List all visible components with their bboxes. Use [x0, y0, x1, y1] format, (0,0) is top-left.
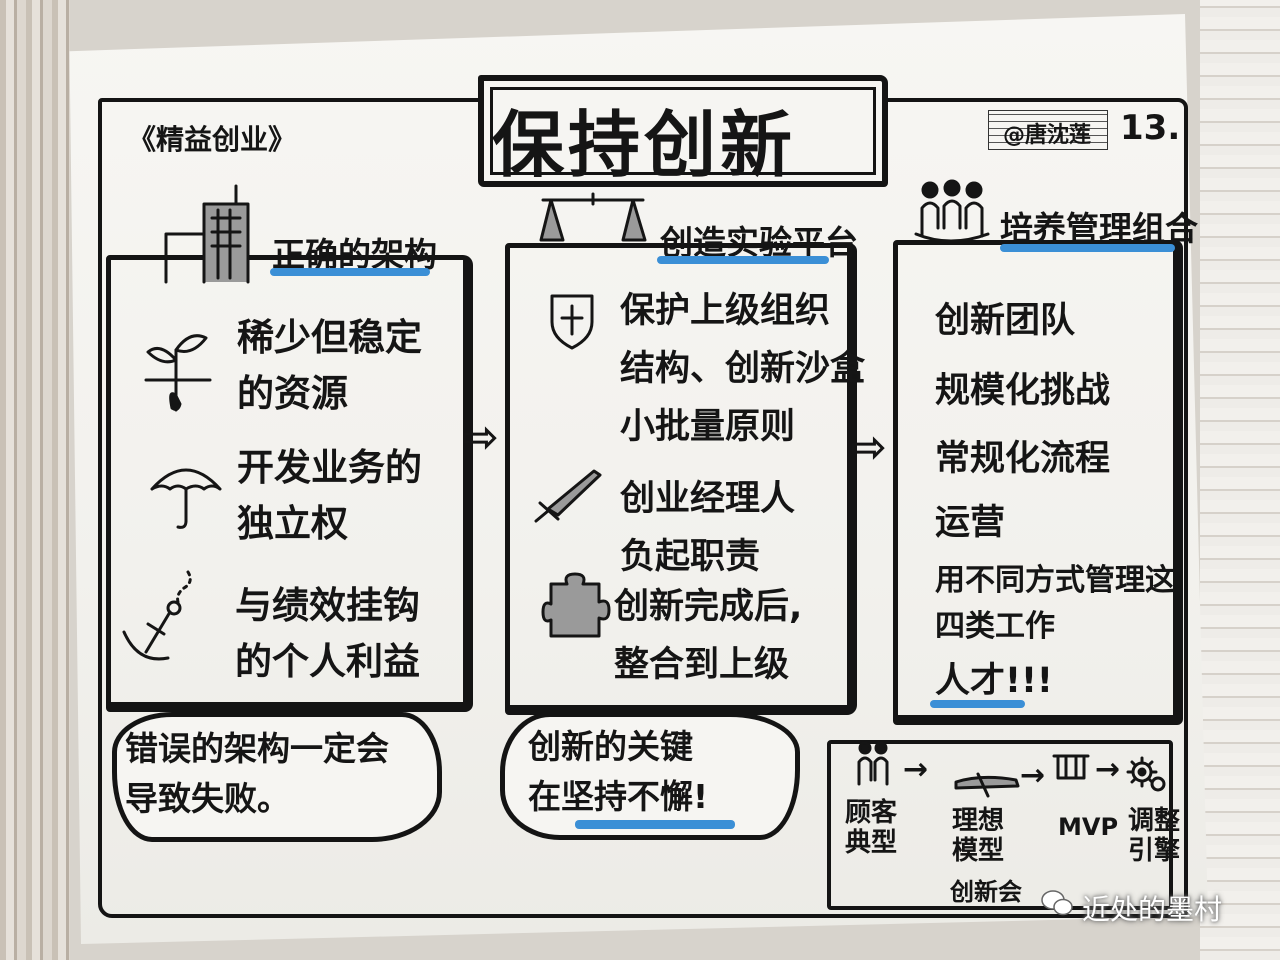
- portfolio-talent: 人才!!!: [935, 661, 1053, 701]
- anchor-icon: [122, 570, 192, 661]
- portfolio-item-3: 常规化流程: [935, 439, 1111, 479]
- wood-background-right: [1200, 0, 1280, 960]
- title-box: [478, 75, 888, 187]
- box-icon: [1052, 754, 1090, 780]
- column-structure: [106, 255, 473, 712]
- portfolio-item-5: 用不同方式管理这四类工作: [935, 563, 1175, 644]
- structure-item-2: 开发业务的独立权: [237, 446, 422, 545]
- persistence-underline: [575, 820, 735, 829]
- heading-portfolio: 培养管理组合: [1000, 209, 1198, 248]
- building-icon: [164, 184, 250, 284]
- portfolio-item-2: 规模化挑战: [935, 371, 1111, 411]
- flow-step-customer: 顾客典型: [845, 798, 898, 858]
- column-portfolio: [893, 240, 1183, 725]
- speech-bubble-failure: [112, 712, 442, 842]
- heading-platform: 创造实验平台: [660, 223, 858, 262]
- column-platform: [505, 243, 857, 715]
- bubble-persistence-text: 创新的关键在坚持不懈!: [528, 727, 709, 816]
- customer-people-icon: [857, 741, 889, 786]
- talent-underline: [930, 700, 1025, 708]
- heading-structure-underline: [270, 268, 430, 276]
- heading-platform-underline: [657, 256, 829, 264]
- wood-background-left: [0, 0, 70, 960]
- book-title: 《精益创业》: [128, 123, 297, 156]
- structure-item-3: 与绩效挂钩的个人利益: [235, 584, 420, 683]
- heading-structure: 正确的架构: [272, 235, 437, 274]
- puzzle-icon: [541, 572, 611, 638]
- flow-arrow-3: →: [1095, 752, 1121, 787]
- portfolio-item-1: 创新团队: [935, 301, 1076, 341]
- arrow-right-1: ⇨: [462, 412, 499, 463]
- speech-bubble-persistence: [500, 712, 800, 840]
- watermark-text: 近处的墨村: [1082, 893, 1223, 926]
- airplane-icon: [954, 772, 1020, 798]
- platform-item-1: 保护上级组织结构、创新沙盒小批量原则: [620, 291, 866, 447]
- sprout-icon: [144, 334, 212, 412]
- page-number: 13.: [1120, 108, 1181, 148]
- structure-item-1: 稀少但稳定的资源: [237, 316, 422, 415]
- wechat-icon: [1041, 890, 1073, 916]
- flow-box: [827, 740, 1173, 910]
- author-signature: @唐沈莲: [988, 110, 1108, 150]
- heading-portfolio-underline: [1000, 244, 1175, 252]
- sword-icon: [534, 469, 602, 523]
- shield-icon: [550, 294, 594, 350]
- flow-step-model: 理想模型: [952, 806, 1005, 866]
- page-title: 保持创新: [492, 102, 797, 187]
- flow-step-mvp: MVP: [1058, 813, 1119, 841]
- flow-arrow-1: →: [903, 752, 929, 787]
- portfolio-item-4: 运营: [935, 503, 1006, 543]
- umbrella-icon: [150, 468, 222, 529]
- people-icon: [914, 179, 990, 243]
- flow-arrow-2: →: [1020, 758, 1046, 793]
- flow-step-engine: 调整引擎: [1128, 806, 1181, 866]
- arrow-right-2: ⇨: [850, 422, 887, 473]
- flow-bottom-note: 创新会: [950, 878, 1022, 906]
- platform-item-3: 创新完成后,整合到上级: [614, 587, 803, 685]
- bubble-failure-text: 错误的架构一定会导致失败。: [125, 729, 389, 818]
- platform-item-2: 创业经理人负起职责: [620, 479, 796, 577]
- scales-icon: [539, 192, 647, 242]
- gears-icon: [1126, 756, 1166, 792]
